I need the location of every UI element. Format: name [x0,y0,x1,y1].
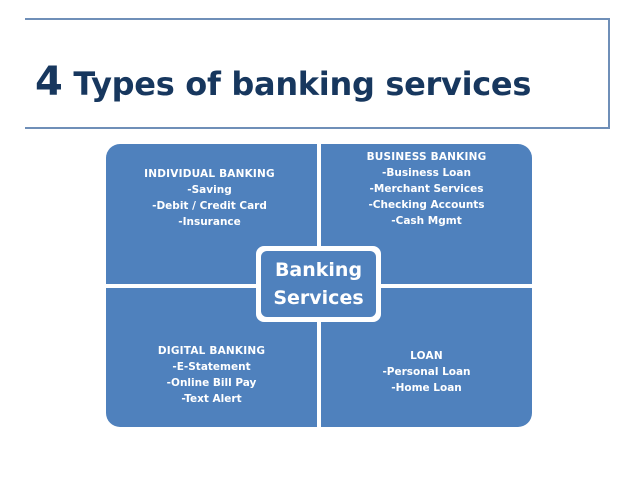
quadrant-item: -Home Loan [391,382,462,394]
title-text: Types of banking services [73,65,532,103]
banking-services-diagram: INDIVIDUAL BANKING -Saving -Debit / Cred… [106,144,532,427]
quadrant-item: -Checking Accounts [368,199,485,211]
center-label-line2: Services [273,287,364,309]
quadrant-item: -Debit / Credit Card [152,200,267,212]
center-label-line1: Banking [274,259,363,281]
quadrant-item: -Personal Loan [382,366,471,378]
quadrant-item: -Cash Mgmt [391,215,462,227]
quadrant-heading: LOAN [410,350,443,362]
quadrant-item: -E-Statement [172,361,251,373]
quadrant-item: -Text Alert [181,393,242,405]
quadrant-loan: LOAN -Personal Loan -Home Loan [321,288,532,427]
center-node-banking-services: Banking Services [261,251,376,317]
title-frame [25,18,610,129]
quadrant-item: -Insurance [178,216,241,228]
slide-title: 4 Types of banking services [35,62,531,104]
quadrant-heading: DIGITAL BANKING [157,345,266,357]
quadrant-heading: BUSINESS BANKING [366,151,487,163]
quadrant-heading: INDIVIDUAL BANKING [144,168,275,180]
quadrant-item: -Business Loan [382,167,471,179]
quadrant-item: -Online Bill Pay [166,377,257,389]
center-node-frame: Banking Services [256,246,381,322]
quadrant-item: -Merchant Services [369,183,484,195]
title-number: 4 [35,59,63,105]
quadrant-item: -Saving [187,184,232,196]
quadrant-individual-banking: INDIVIDUAL BANKING -Saving -Debit / Cred… [106,144,317,284]
